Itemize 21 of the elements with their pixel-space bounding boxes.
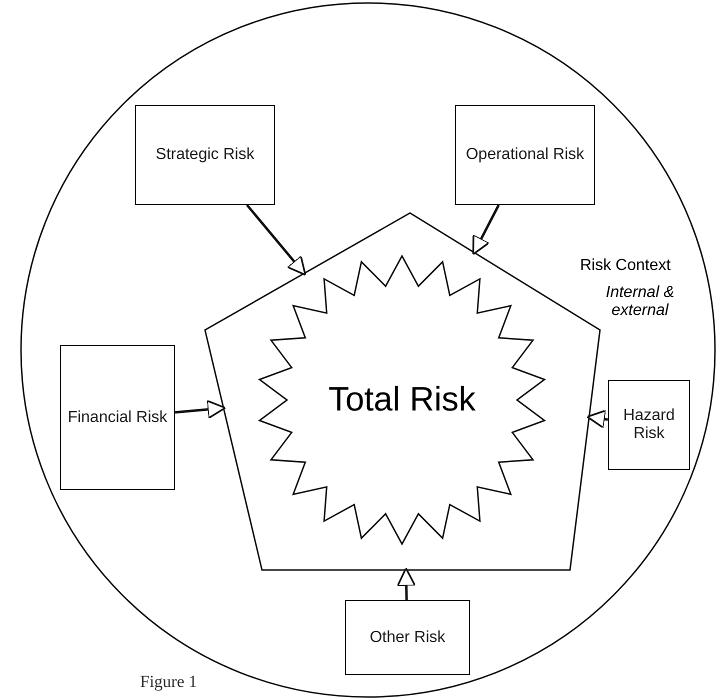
arrow bbox=[472, 204, 500, 256]
risk-label: Other Risk bbox=[370, 628, 446, 646]
risk-label: Hazard Risk bbox=[622, 407, 676, 443]
context-title: Risk Context bbox=[580, 257, 671, 275]
risk-box bbox=[608, 380, 690, 470]
arrow bbox=[174, 400, 226, 419]
figure-caption: Figure 1 bbox=[140, 672, 198, 692]
total-risk-label: Total Risk bbox=[328, 380, 476, 420]
risk-label: Strategic Risk bbox=[156, 146, 254, 164]
risk-box bbox=[60, 345, 175, 490]
risk-box bbox=[345, 600, 470, 675]
arrow bbox=[246, 204, 306, 276]
risk-box bbox=[135, 105, 275, 205]
risk-label: Operational Risk bbox=[466, 146, 584, 164]
arrow bbox=[396, 567, 416, 600]
context-note: Internal & external bbox=[604, 284, 676, 320]
arrow bbox=[586, 409, 608, 429]
starburst-shape bbox=[257, 255, 547, 545]
risk-box bbox=[455, 105, 595, 205]
context-circle bbox=[20, 2, 716, 698]
risk-label: Financial Risk bbox=[68, 408, 168, 426]
